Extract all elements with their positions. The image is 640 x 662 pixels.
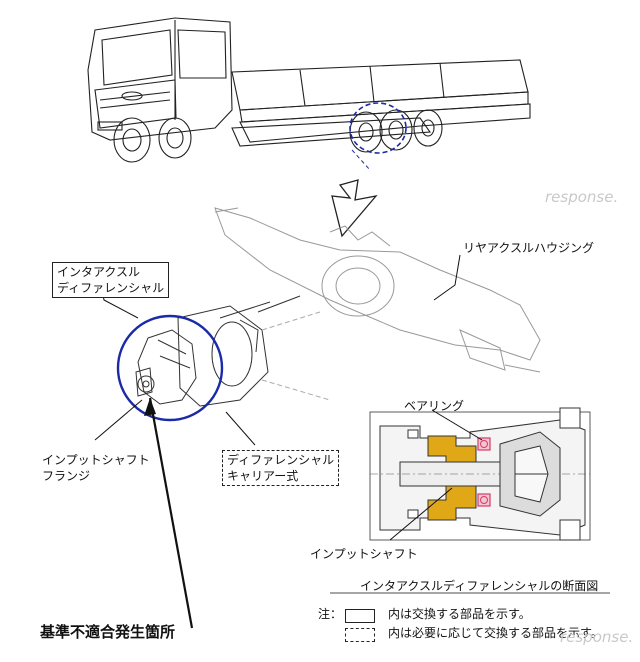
truck-illustration	[87, 17, 531, 163]
defect-location-title: 基準不適合発生箇所	[40, 623, 176, 641]
note-dashed-text: 内は必要に応じて交換する部品を示す。	[388, 626, 603, 640]
legend-dashed-box	[345, 628, 375, 642]
inter-axle-diff-label: インタアクスル ディファレンシャル	[52, 262, 170, 298]
diff-carrier-drawing	[177, 295, 331, 407]
watermark-top: response.	[545, 188, 619, 206]
cross-section-drawing	[369, 407, 591, 541]
inter-axle-diff-label-line1: インタアクスル	[57, 265, 141, 279]
watermark-bottom: response.	[560, 628, 634, 646]
rear-axle-housing-label: リヤアクスルハウジング	[463, 241, 595, 255]
note-prefix: 注：	[318, 607, 343, 621]
input-shaft-label: インプットシャフト	[310, 547, 418, 561]
diff-carrier-label: ディファレンシャル キャリアー式	[222, 450, 340, 486]
bearing-label: ベアリング	[404, 399, 465, 413]
cross-section-caption: インタアクスルディファレンシャルの断面図	[360, 579, 599, 593]
input-shaft-flange-label-line1: インプットシャフト	[42, 453, 150, 467]
inter-axle-diff-label-line2: ディファレンシャル	[57, 281, 165, 295]
note-solid-text: 内は交換する部品を示す。	[388, 607, 531, 621]
inter-axle-diff-drawing	[135, 329, 197, 405]
inter-axle-diff-highlight	[116, 314, 224, 422]
input-shaft-flange-label-line2: フランジ	[42, 469, 91, 483]
diff-carrier-label-line1: ディファレンシャル	[227, 453, 335, 467]
legend-solid-box	[345, 609, 375, 623]
diff-carrier-label-line2: キャリアー式	[227, 469, 299, 483]
rear-axle-highlight	[349, 102, 407, 154]
pointer-arrow	[331, 179, 378, 238]
input-shaft-flange-label: インプットシャフト フランジ	[42, 452, 150, 484]
rear-axle-housing-drawing	[214, 207, 541, 373]
